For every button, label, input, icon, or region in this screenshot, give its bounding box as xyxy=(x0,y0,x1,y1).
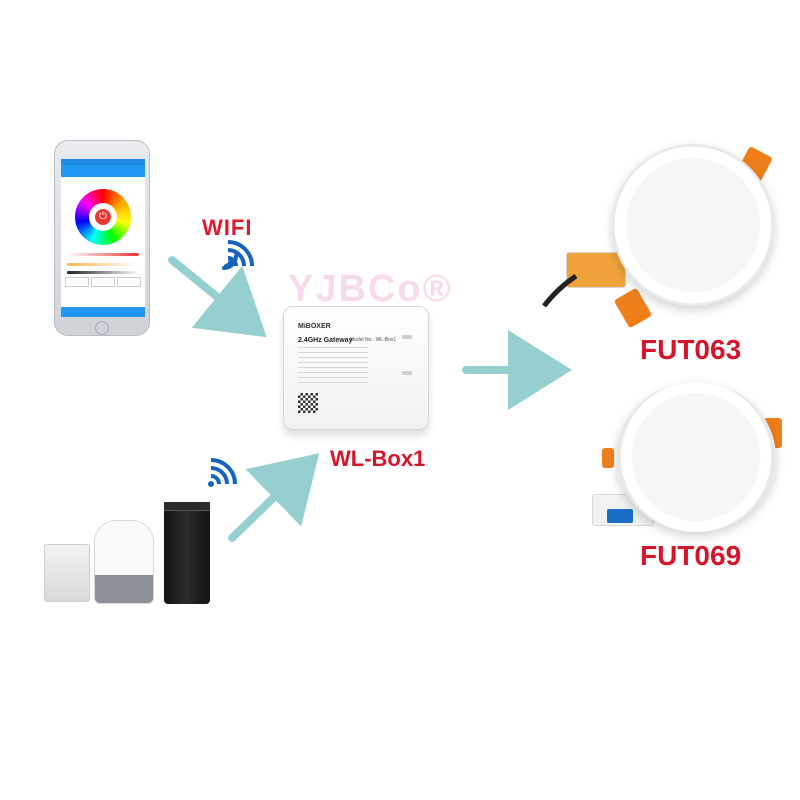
phone-title-bar xyxy=(61,165,145,177)
color-wheel-icon: ⏻ xyxy=(75,189,131,245)
smart-speaker-icon xyxy=(164,502,210,604)
gateway-model: Model No.: WL-Box1 xyxy=(350,337,397,343)
smart-speaker-icon xyxy=(94,520,154,604)
gateway-label: WL-Box1 xyxy=(330,446,426,471)
light1-label: FUT063 xyxy=(640,334,742,365)
smartphone-icon: ⏻ xyxy=(54,140,150,336)
gateway-brand: MiBOXER xyxy=(298,323,331,330)
gateway-device: MiBOXER 2.4GHz Gateway Model No.: WL-Box… xyxy=(283,306,429,430)
arrow-icon xyxy=(168,256,267,338)
downlight-icon xyxy=(612,144,774,306)
wifi-signal-icon xyxy=(208,458,237,487)
downlight-icon xyxy=(616,382,776,532)
phone-app-screen: ⏻ xyxy=(61,159,145,317)
wifi-label: WIFI xyxy=(202,215,253,240)
led-indicator xyxy=(402,335,412,339)
cable-icon xyxy=(542,273,578,308)
phone-home-button xyxy=(95,321,109,335)
led-indicator xyxy=(402,371,412,375)
temperature-slider xyxy=(67,263,139,266)
light2-label: FUT069 xyxy=(640,540,742,571)
arrow-icon xyxy=(228,453,320,542)
gateway-title: 2.4GHz Gateway xyxy=(298,337,353,344)
spring-clip xyxy=(602,448,614,468)
power-icon: ⏻ xyxy=(95,209,111,225)
qr-code-icon xyxy=(298,393,318,413)
brightness-slider xyxy=(67,271,139,274)
watermark: YJBCo® xyxy=(288,268,453,310)
smart-speaker-icon xyxy=(44,544,90,602)
gateway-spec-text xyxy=(298,347,368,387)
saturation-slider xyxy=(67,253,139,256)
phone-status-bar xyxy=(61,159,145,165)
phone-button-row xyxy=(65,277,141,287)
phone-tab-bar xyxy=(61,307,145,317)
